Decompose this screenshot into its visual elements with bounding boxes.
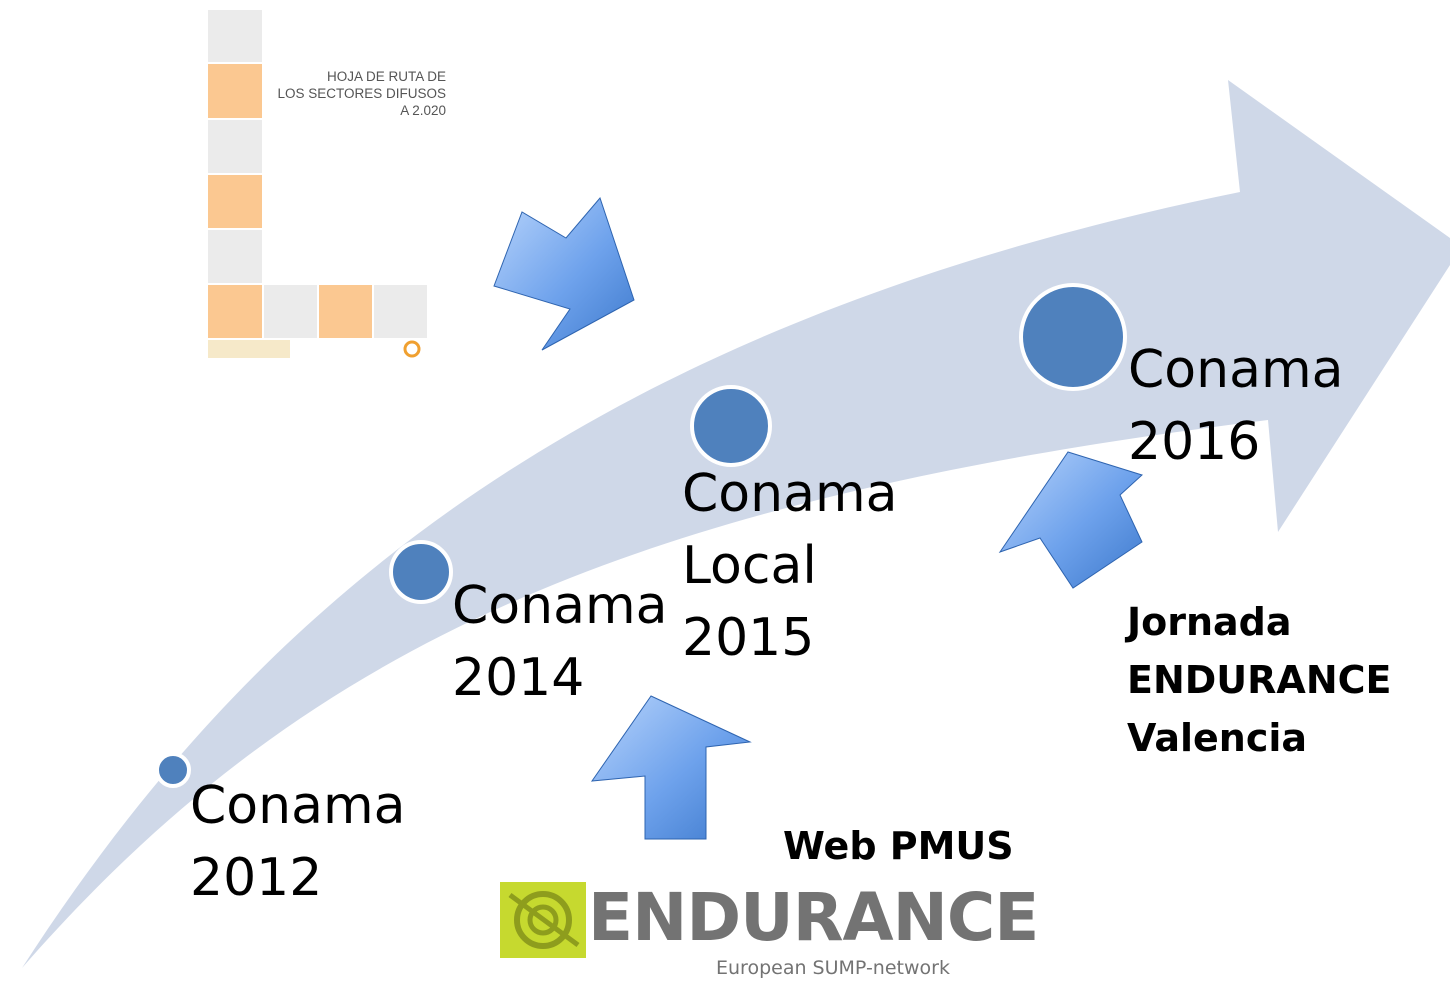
milestone-label-2016: Conama 2016 <box>1128 334 1343 478</box>
milestone-dot-2012 <box>155 752 191 788</box>
oecc-logo-icon <box>403 340 421 358</box>
milestone-2012-line-2: 2012 <box>190 848 323 908</box>
milestone-2014-line-1: Conama <box>452 576 668 636</box>
endurance-logo-emblem <box>500 882 586 958</box>
roadmap-title-line-1: HOJA DE RUTA DE <box>326 69 446 84</box>
roadmap-document-cover <box>208 10 427 358</box>
input-arrow-to-timeline <box>493 197 635 351</box>
input-arrow-web-pmus <box>590 695 752 840</box>
endurance-logo-tagline: European SUMP-network <box>716 957 950 979</box>
roadmap-title-line-3: A 2.020 <box>400 103 446 118</box>
milestone-label-2015: Conama Local 2015 <box>682 458 897 674</box>
milestone-label-2012: Conama 2012 <box>190 770 405 914</box>
jornada-line-2: ENDURANCE <box>1127 658 1392 702</box>
milestone-2012-line-1: Conama <box>190 776 406 836</box>
ministry-emblem <box>208 340 290 358</box>
milestone-2015-line-1: Conama <box>682 464 898 524</box>
milestone-2016-line-2: 2016 <box>1128 412 1261 472</box>
milestone-2015-line-2: Local <box>682 536 817 596</box>
jornada-label: Jornada ENDURANCE Valencia <box>1127 593 1391 767</box>
jornada-line-1: Jornada <box>1127 600 1292 644</box>
jornada-line-3: Valencia <box>1127 716 1308 760</box>
input-arrow-jornada <box>998 451 1143 589</box>
roadmap-title: HOJA DE RUTA DE LOS SECTORES DIFUSOS A 2… <box>262 68 446 119</box>
web-pmus-label: Web PMUS <box>783 824 1014 868</box>
milestone-label-2014: Conama 2014 <box>452 570 667 714</box>
milestone-dot-2015 <box>690 385 772 467</box>
endurance-logo-wordmark: ENDURANCE <box>588 879 1039 956</box>
milestone-2016-line-1: Conama <box>1128 340 1344 400</box>
milestone-dot-2014 <box>389 540 453 604</box>
milestone-dot-2016 <box>1019 283 1127 391</box>
roadmap-title-line-2: LOS SECTORES DIFUSOS <box>277 86 446 101</box>
milestone-2014-line-2: 2014 <box>452 648 585 708</box>
milestone-2015-line-3: 2015 <box>682 608 815 668</box>
